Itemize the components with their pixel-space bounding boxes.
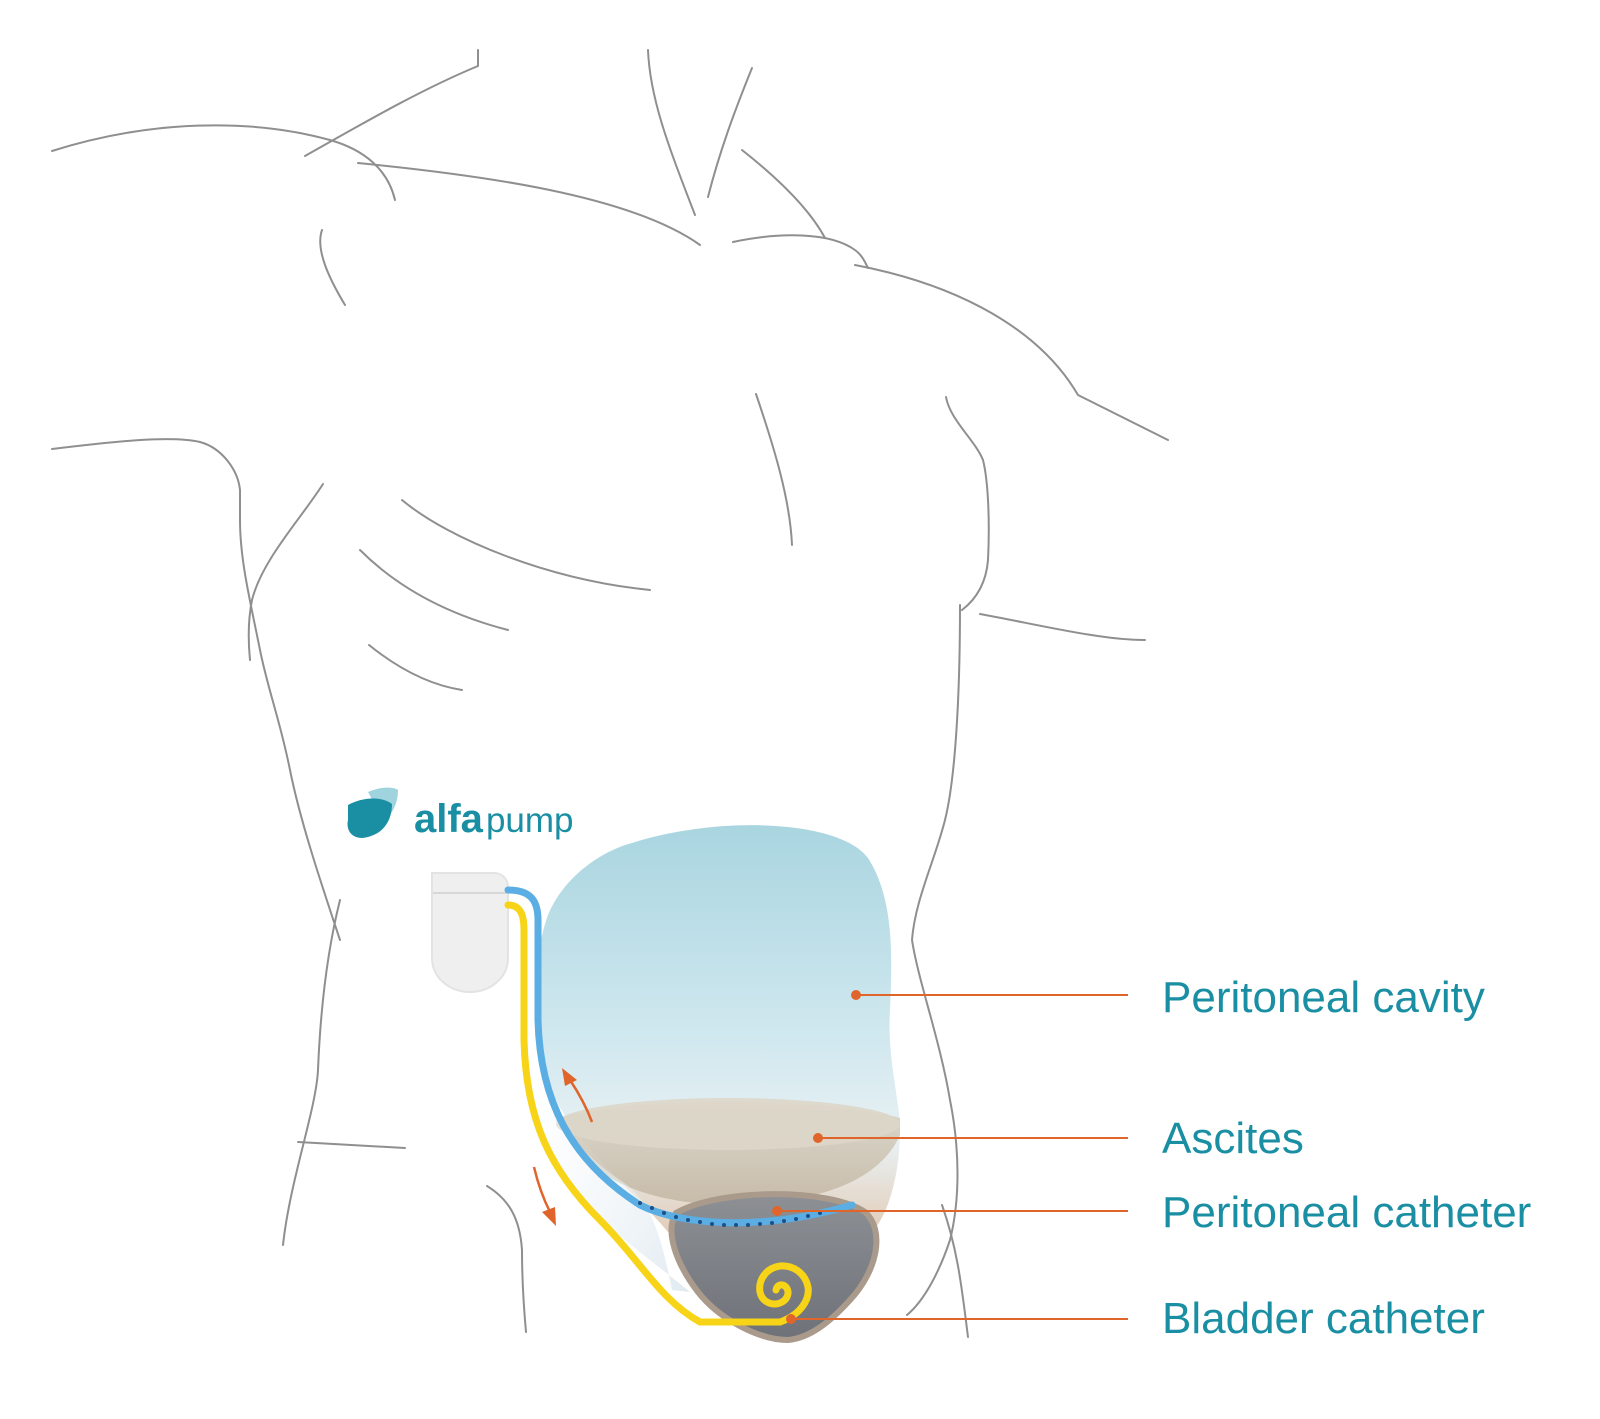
bladder-catheter-coil-icon <box>756 1262 812 1326</box>
label-ascites: Ascites <box>1162 1114 1304 1163</box>
leader-dots <box>772 990 861 1324</box>
alfapump-device <box>431 872 509 994</box>
label-peritoneal-catheter: Peritoneal catheter <box>1162 1188 1531 1237</box>
catheter-shadow <box>520 1000 690 1292</box>
logo-bold: alfa <box>414 797 484 841</box>
leaf-drop-icon <box>347 787 398 838</box>
arrow-up-icon <box>562 1068 594 1123</box>
peritoneal-catheter-line <box>504 886 856 1227</box>
arrow-down-icon <box>532 1166 556 1226</box>
bladder-catheter-line <box>504 901 784 1326</box>
alfapump-logo: alfapump <box>347 787 574 841</box>
logo-light: pump <box>486 801 574 840</box>
body-outline <box>51 49 1169 1338</box>
catheter-perforations <box>638 1201 822 1227</box>
label-peritoneal-cavity: Peritoneal cavity <box>1162 973 1485 1022</box>
leader-lines <box>777 994 1128 1320</box>
label-bladder-catheter: Bladder catheter <box>1162 1294 1485 1343</box>
logo-text: alfapump <box>414 797 574 841</box>
